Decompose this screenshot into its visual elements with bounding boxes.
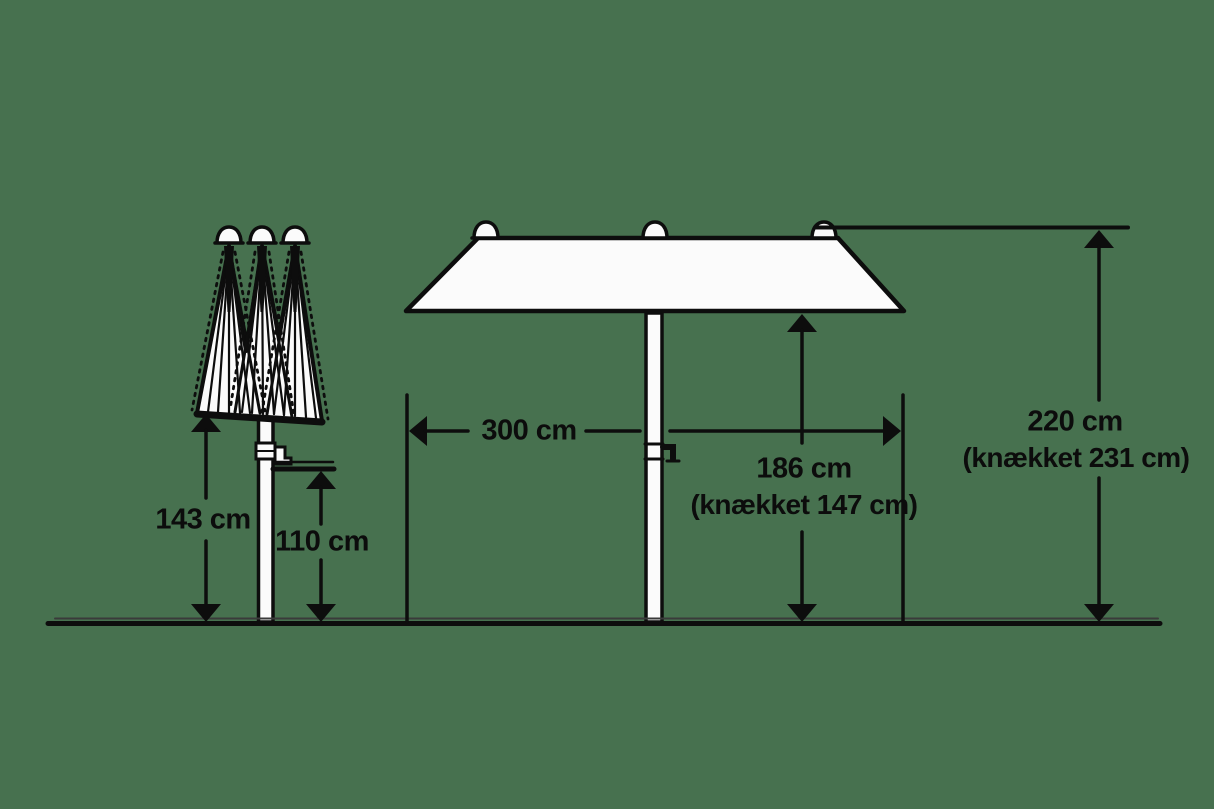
- arrow-up-icon: [191, 414, 221, 432]
- open-parasol-finial-middle: [639, 220, 671, 240]
- closed-parasol-finial-middle: [246, 225, 278, 245]
- arrow-left-icon: [409, 416, 427, 446]
- closed-parasol-edge-dots: [190, 250, 330, 421]
- dimension-label-canopy-width: 300 cm: [481, 414, 577, 447]
- arrow-down-icon: [1084, 604, 1114, 622]
- open-parasol-crank: [643, 442, 681, 463]
- closed-parasol-finial-right: [279, 225, 311, 245]
- arrow-up-icon: [787, 314, 817, 332]
- dimension-label-clearance-height: 186 cm: [756, 452, 852, 485]
- arrow-up-icon: [306, 471, 336, 489]
- dimension-label-clearance-height-tilted: (knækket 147 cm): [690, 489, 918, 520]
- open-parasol-figure: [403, 220, 907, 624]
- dimension-label-closed-height: 143 cm: [155, 503, 251, 536]
- arrow-up-icon: [1084, 230, 1114, 248]
- dimension-label-total-height: 220 cm: [1027, 405, 1123, 438]
- closed-parasol-figure: [190, 225, 337, 624]
- open-parasol-finial-left: [470, 220, 502, 240]
- dimension-label-total-height-tilted: (knækket 231 cm): [962, 442, 1190, 473]
- dimension-clearance-height: [787, 314, 817, 622]
- ground-line: [45, 617, 1163, 626]
- arrow-down-icon: [306, 604, 336, 622]
- arrow-down-icon: [787, 604, 817, 622]
- dimension-canopy-width: [405, 393, 905, 624]
- dimension-label-bracket-height: 110 cm: [275, 525, 369, 558]
- dimension-total-height: [813, 225, 1130, 622]
- arrow-down-icon: [191, 604, 221, 622]
- closed-parasol-bracket: [273, 445, 293, 466]
- arrow-right-icon: [883, 416, 901, 446]
- dimension-bracket-height: [306, 471, 336, 622]
- closed-parasol-finial-left: [213, 225, 245, 245]
- open-parasol-finial-right: [808, 220, 840, 240]
- open-parasol-pole: [644, 311, 664, 624]
- open-parasol-canopy: [403, 235, 907, 314]
- dimension-closed-height: [191, 414, 221, 622]
